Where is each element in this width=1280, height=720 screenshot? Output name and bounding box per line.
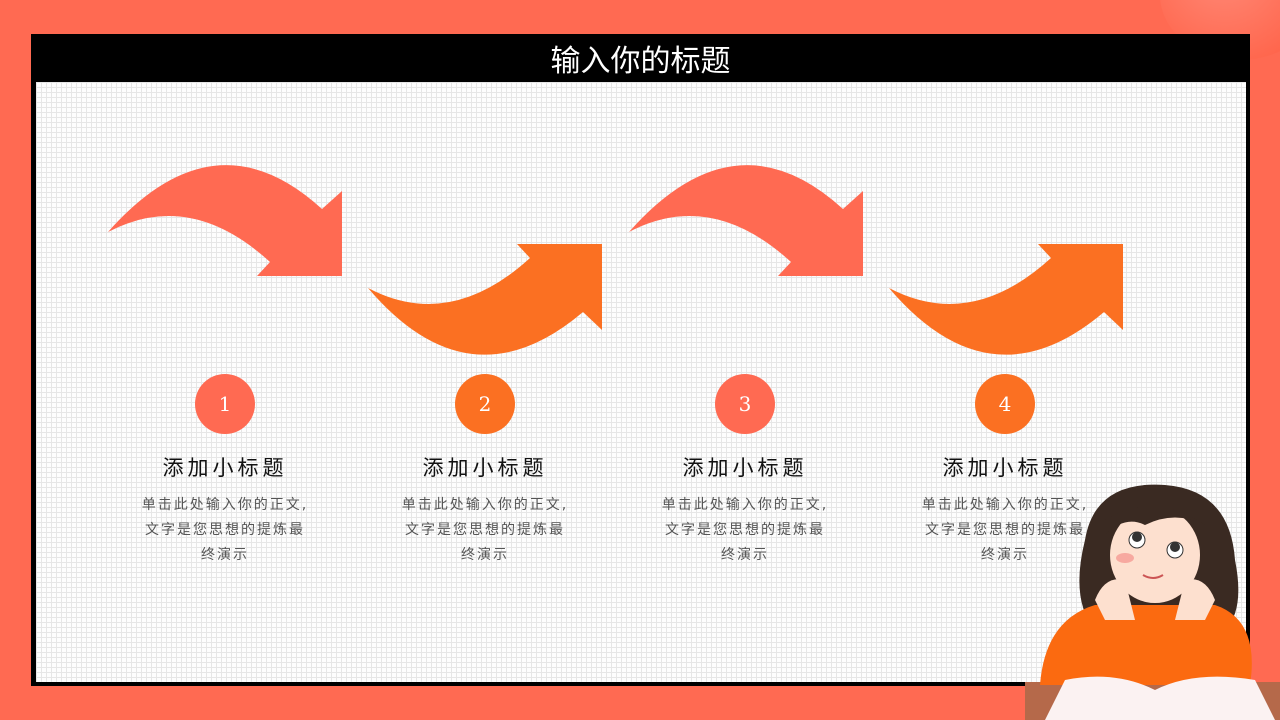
step-number-badge: 1 <box>195 374 255 434</box>
step-subtitle[interactable]: 添加小标题 <box>162 456 288 480</box>
step-number-badge: 4 <box>975 374 1035 434</box>
step-number-badge: 2 <box>455 374 515 434</box>
step-number: 3 <box>738 392 752 416</box>
step-number: 1 <box>218 392 232 416</box>
arrow-curved-up-right-icon <box>889 244 1123 355</box>
hand-right <box>1175 579 1215 620</box>
step-body[interactable]: 单击此处输入你的正文, 文字是您思想的提炼最终演示 <box>365 493 605 568</box>
smile <box>1142 574 1164 579</box>
step-number-badge: 3 <box>715 374 775 434</box>
step-subtitle[interactable]: 添加小标题 <box>942 456 1068 480</box>
arrow-curved-down-right-icon <box>108 165 342 276</box>
step-body-line: 单击此处输入你的正文, <box>141 497 309 513</box>
pupil-right <box>1170 542 1180 552</box>
blush <box>1116 553 1134 563</box>
arrow-curved-down-right-icon <box>629 165 863 276</box>
book <box>1045 676 1275 720</box>
sweater <box>1040 605 1252 685</box>
step-subtitle[interactable]: 添加小标题 <box>682 456 808 480</box>
girl-illustration <box>1025 484 1280 720</box>
face <box>1110 507 1200 603</box>
step-number: 4 <box>998 392 1012 416</box>
pupil-left <box>1132 532 1142 542</box>
step-number: 2 <box>478 392 492 416</box>
step-body-line: 终演示 <box>981 547 1029 563</box>
bangs <box>1105 506 1205 535</box>
step-body-line: 单击此处输入你的正文, <box>661 497 829 513</box>
step-body-line: 终演示 <box>201 547 249 563</box>
step-body[interactable]: 单击此处输入你的正文, 文字是您思想的提炼最终演示 <box>105 493 345 568</box>
slide-title[interactable]: 输入你的标题 <box>550 44 731 79</box>
hand-left <box>1095 579 1135 620</box>
step-body-line: 单击此处输入你的正文, <box>401 497 569 513</box>
step-subtitle[interactable]: 添加小标题 <box>422 456 548 480</box>
step-body-line: 文字是您思想的提炼最 <box>925 522 1085 538</box>
step-body-line: 单击此处输入你的正文, <box>921 497 1089 513</box>
step-body-line: 文字是您思想的提炼最 <box>145 522 305 538</box>
step-body-line: 文字是您思想的提炼最 <box>405 522 565 538</box>
step-body[interactable]: 单击此处输入你的正文, 文字是您思想的提炼最终演示 <box>885 493 1125 568</box>
arrow-curved-up-right-icon <box>368 244 602 355</box>
step-body-line: 终演示 <box>721 547 769 563</box>
step-body-line: 终演示 <box>461 547 509 563</box>
step-body-line: 文字是您思想的提炼最 <box>665 522 825 538</box>
title-bar: 输入你的标题 <box>31 34 1250 82</box>
step-body[interactable]: 单击此处输入你的正文, 文字是您思想的提炼最终演示 <box>625 493 865 568</box>
